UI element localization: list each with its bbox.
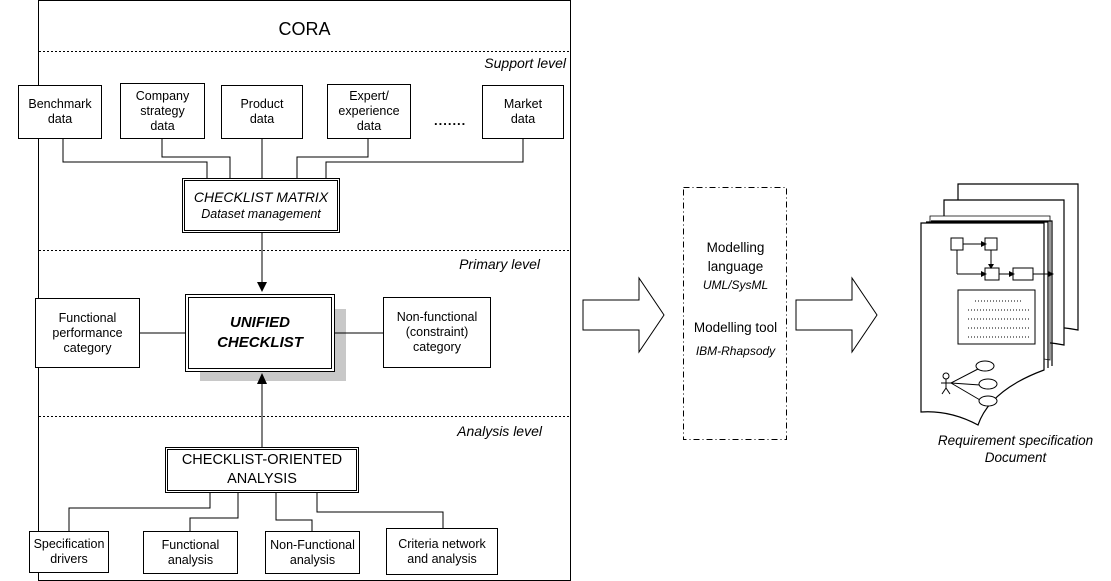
functional-analysis-box: Functional analysis bbox=[143, 531, 238, 574]
expert-experience-data-box: Expert/ experience data bbox=[327, 84, 411, 139]
functional-performance-category-box: Functional performance category bbox=[35, 298, 140, 368]
cora-title: CORA bbox=[278, 19, 331, 39]
modelling-language-label: Modelling language bbox=[706, 240, 765, 274]
modelling-tool-label: Modelling tool bbox=[693, 320, 778, 335]
checklist-matrix-box: CHECKLIST MATRIX Dataset management bbox=[182, 178, 340, 233]
checklist-matrix-title: CHECKLIST MATRIX bbox=[193, 189, 329, 205]
unified-checklist-box: UNIFIED CHECKLIST bbox=[185, 294, 335, 372]
document-flow-sketch bbox=[950, 237, 1050, 345]
specification-drivers-box: Specification drivers bbox=[29, 531, 109, 573]
primary-level-label: Primary level bbox=[459, 256, 540, 272]
requirement-document-caption: Requirement specification Document bbox=[937, 433, 1094, 465]
document-text-lines bbox=[968, 300, 1030, 338]
arrow-to-document bbox=[795, 276, 878, 354]
support-connectors bbox=[62, 138, 524, 178]
non-functional-category-box: Non-functional (constraint) category bbox=[383, 297, 491, 368]
analysis-connectors bbox=[68, 492, 444, 531]
analysis-to-unified-arrow bbox=[257, 373, 267, 384]
modelling-frame bbox=[683, 187, 787, 440]
arrow-to-modelling bbox=[582, 276, 665, 354]
analysis-level-label: Analysis level bbox=[457, 423, 542, 439]
support-level-label: Support level bbox=[484, 55, 566, 71]
benchmark-data-box: Benchmark data bbox=[18, 85, 102, 139]
market-data-box: Market data bbox=[482, 85, 564, 139]
document-arrowheads bbox=[981, 241, 1054, 277]
checklist-oriented-analysis-box: CHECKLIST-ORIENTED ANALYSIS bbox=[165, 447, 359, 493]
company-strategy-data-box: Company strategy data bbox=[120, 83, 205, 139]
more-sources-ellipsis: ....... bbox=[434, 113, 467, 128]
modelling-tool-value: IBM-Rhapsody bbox=[695, 344, 776, 358]
checklist-matrix-subtitle: Dataset management bbox=[201, 207, 321, 221]
use-case-sketch bbox=[941, 360, 998, 407]
criteria-network-analysis-box: Criteria network and analysis bbox=[386, 528, 498, 575]
product-data-box: Product data bbox=[221, 85, 303, 139]
matrix-to-unified-arrow bbox=[257, 282, 267, 292]
modelling-language-value: UML/SysML bbox=[702, 278, 769, 292]
non-functional-analysis-box: Non-Functional analysis bbox=[265, 531, 360, 574]
